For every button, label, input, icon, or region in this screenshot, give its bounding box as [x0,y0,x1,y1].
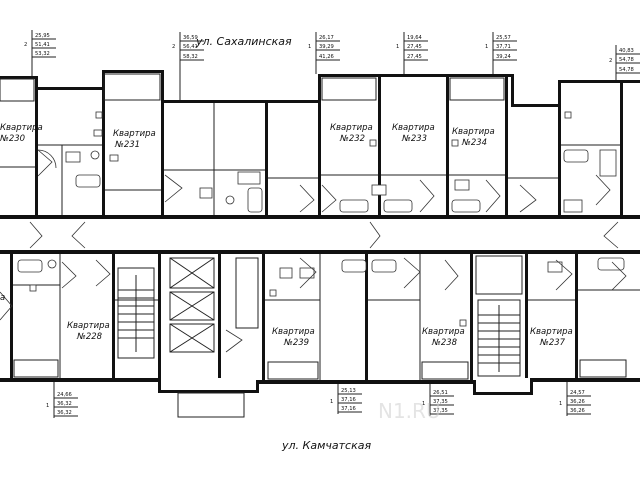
tag-value: 36,32 [57,401,72,407]
apartment-label: Квартира [392,123,435,133]
tag-value: 37,35 [433,408,448,414]
tag-rooms: 1 [396,44,399,50]
area-tag: 1 26,17 39,29 41,26 [308,32,340,74]
area-tag: 1 25,13 37,16 37,16 [330,384,362,414]
tag-value: 25,95 [35,33,50,39]
apartment-label: Квартира [113,129,156,139]
building-core [117,255,523,377]
street-label-top: ул. Сахалинская [195,35,292,48]
area-tag: 2 25,95 51,41 53,32 [24,30,56,76]
apartment-label: Квартира [0,123,43,133]
tag-value: 39,24 [496,54,512,60]
tag-value: 36,26 [570,408,585,414]
tag-rooms: 1 [308,44,311,50]
tag-value: 56,41 [183,44,198,50]
street-label-bottom: ул. Камчатская [281,439,371,452]
area-tags: 2 25,95 51,41 53,32 2 36,59 56,41 58,32 … [24,30,640,418]
apartment-number: а [0,293,5,303]
tag-value: 26,51 [433,390,448,396]
area-tag: 1 26,51 37,35 37,35 [422,384,454,416]
apartment-number: №234 [461,138,487,148]
apartment-labels: Квартира №230 Квартира №231 Квартира №23… [0,123,573,348]
apartment-number: №233 [401,134,427,144]
tag-value: 54,78 [619,57,634,63]
tag-value: 24,66 [57,392,72,398]
apartment-label: Квартира [67,321,110,331]
tag-value: 53,32 [35,51,50,57]
stair-right [477,299,521,377]
tag-value: 27,45 [407,44,422,50]
tag-value: 41,26 [319,54,334,60]
tag-value: 40,83 [619,48,634,54]
tag-rooms: 1 [485,44,488,50]
apartment-label: Квартира [530,327,573,337]
tag-value: 37,16 [341,406,356,412]
apartment-label: Квартира [452,127,495,137]
apartment-number: №237 [539,338,566,348]
area-tag: 1 19,64 27,45 27,45 [396,32,428,74]
tag-value: 25,57 [496,35,511,41]
tag-value: 58,32 [183,54,198,60]
apartment-label: Квартира [272,327,315,337]
apartment-number: №232 [339,134,365,144]
area-tag: 1 24,57 36,26 36,26 [559,382,591,416]
apartment-number: №230 [0,134,25,144]
tag-value: 19,64 [407,35,423,41]
tag-rooms: 1 [46,403,49,409]
watermark: N1.RU [378,399,441,423]
tag-value: 37,71 [496,44,511,50]
apartment-label: Квартира [330,123,373,133]
tag-value: 36,32 [57,410,72,416]
tag-value: 37,16 [341,397,356,403]
tag-value: 39,29 [319,44,334,50]
doors [0,149,627,353]
area-tag: 1 25,57 37,71 39,24 [485,32,517,74]
apartment-number: №231 [114,140,140,150]
tag-rooms: 1 [422,401,425,407]
apartment-number: №228 [76,332,103,342]
tag-value: 37,35 [433,399,448,405]
tag-rooms: 2 [609,58,612,64]
tag-value: 24,57 [570,390,585,396]
tag-value: 26,17 [319,35,334,41]
interior-partitions [0,73,640,380]
apartment-label: Квартира [422,327,465,337]
tag-value: 36,26 [570,399,585,405]
stair-left [117,267,155,359]
tag-value: 51,41 [35,42,50,48]
apartment-number: №239 [283,338,309,348]
tag-value: 54,78 [619,67,634,73]
tag-rooms: 2 [172,44,175,50]
tag-value: 36,59 [183,35,198,41]
area-tag: 1 24,66 36,32 36,32 [46,382,78,418]
walls [0,70,640,418]
apartment-number: №238 [431,338,458,348]
tag-rooms: 1 [559,401,562,407]
tag-rooms: 2 [24,42,27,48]
tag-rooms: 1 [330,399,333,405]
tag-value: 25,13 [341,388,356,394]
area-tag: 2 36,59 56,41 58,32 [172,32,204,100]
tag-value: 27,45 [407,54,422,60]
area-tag: 2 40,83 54,78 54,78 [609,45,640,80]
